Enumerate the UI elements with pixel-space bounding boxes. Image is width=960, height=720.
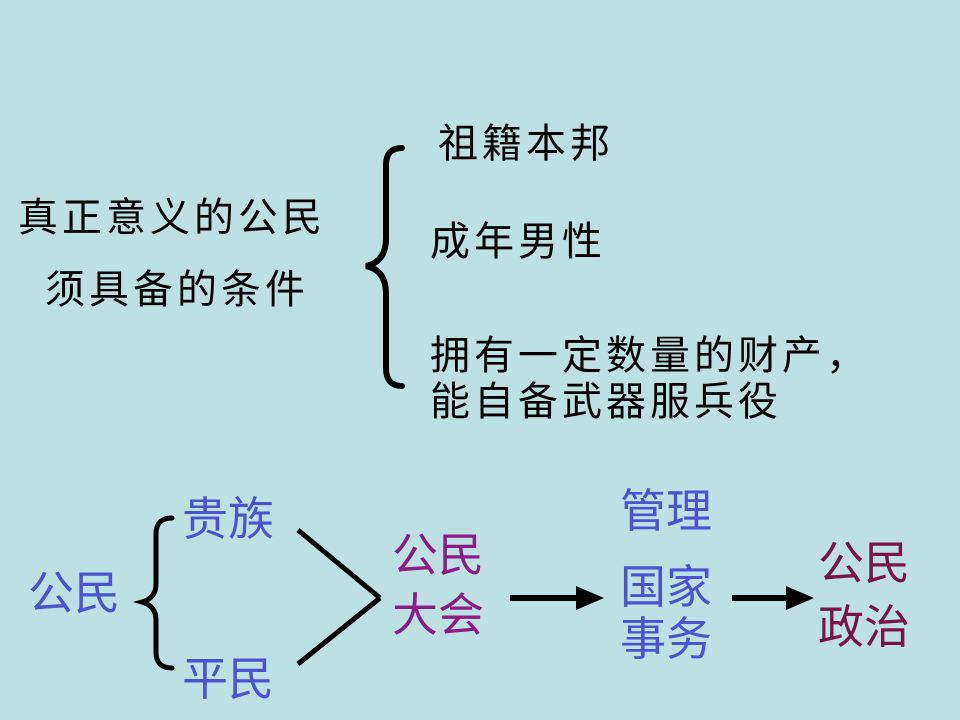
subject-line-2: 须具备的条件 xyxy=(45,267,309,313)
politics-line-2: 政治 xyxy=(818,600,910,654)
manage-line-1: 管理 xyxy=(620,484,712,538)
nobles-label: 贵族 xyxy=(182,492,274,546)
commoners-connector-line xyxy=(296,596,382,666)
condition-ancestry: 祖籍本邦 xyxy=(438,121,614,167)
nobles-connector-line xyxy=(296,528,382,600)
bottom-brace xyxy=(132,515,175,671)
condition-military-service: 能自备武器服兵役 xyxy=(430,379,782,425)
arrow-assembly-to-manage xyxy=(510,586,604,610)
citizen-label: 公民 xyxy=(28,566,120,620)
assembly-line-1: 公民 xyxy=(392,528,484,582)
condition-property: 拥有一定数量的财产， xyxy=(430,333,870,379)
politics-line-1: 公民 xyxy=(818,536,910,590)
subject-line-1: 真正意义的公民 xyxy=(18,195,326,241)
commoners-label: 平民 xyxy=(182,652,274,706)
assembly-line-2: 大会 xyxy=(392,588,484,642)
condition-adult-male: 成年男性 xyxy=(430,219,606,265)
arrow-manage-to-politics xyxy=(732,586,814,610)
top-brace xyxy=(365,145,405,389)
manage-line-3: 事务 xyxy=(620,612,712,666)
manage-line-2: 国家 xyxy=(620,560,712,614)
